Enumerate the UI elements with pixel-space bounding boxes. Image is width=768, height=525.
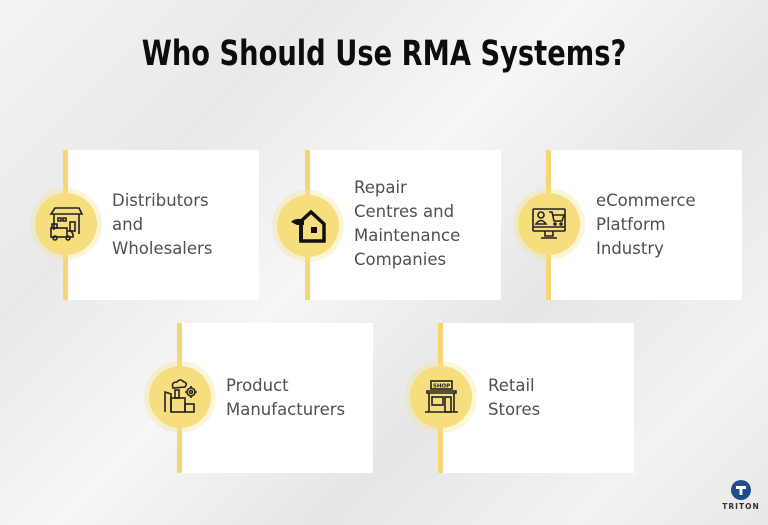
card-panel — [179, 323, 373, 473]
icon-circle — [149, 366, 211, 428]
card-label: eCommerce Platform Industry — [596, 191, 696, 258]
card-label: Retail Stores — [488, 376, 541, 419]
monitor-cart-icon — [532, 208, 566, 239]
icon-circle — [277, 195, 339, 257]
brand-logo: TRITON — [719, 480, 763, 511]
house-hammer-icon — [291, 209, 326, 243]
shop-icon: SHOP — [425, 380, 458, 413]
factory-gear-icon — [164, 379, 197, 413]
warehouse-truck-icon — [49, 207, 84, 241]
card-panel — [548, 150, 742, 300]
icon-circle: SHOP — [410, 366, 472, 428]
svg-text:SHOP: SHOP — [433, 384, 450, 390]
logo-icon — [731, 480, 751, 500]
logo-text: TRITON — [722, 502, 760, 511]
card-label: Repair Centres and Maintenance Companies — [354, 178, 461, 269]
page-title: Who Should Use RMA Systems? — [141, 34, 627, 74]
card-label: Product Manufacturers — [226, 376, 346, 419]
card-panel — [440, 323, 634, 473]
card-label: Distributors and Wholesalers — [112, 191, 213, 258]
card-panel — [307, 150, 501, 300]
icon-circle — [518, 193, 580, 255]
card-panel — [65, 150, 259, 300]
icon-circle — [35, 193, 97, 255]
